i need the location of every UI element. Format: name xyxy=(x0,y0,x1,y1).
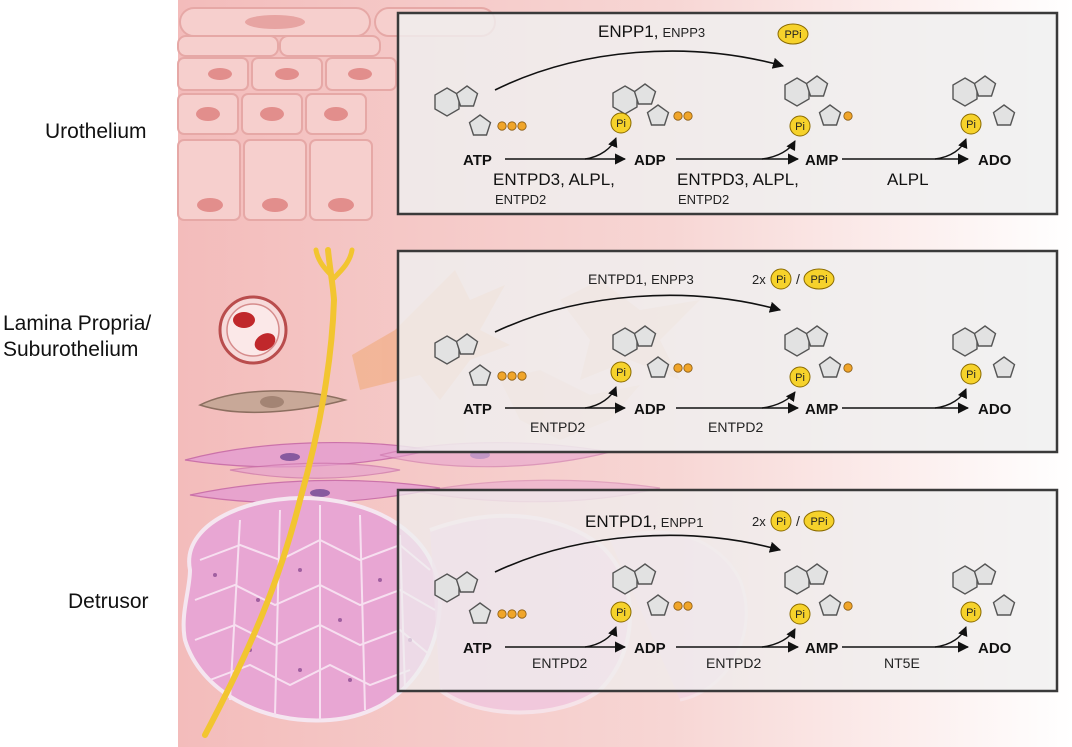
pi-badge: Pi xyxy=(610,112,632,134)
enzyme-step1-minor: ENTPD2 xyxy=(495,192,546,207)
slash-separator: / xyxy=(796,271,800,287)
enzyme-top-urothelium: ENPP1,ENPP3 xyxy=(598,22,705,41)
urothelium-cells xyxy=(177,7,496,221)
stoichiometry-label: 2x xyxy=(752,272,766,287)
enzyme-step2-minor: ENTPD2 xyxy=(678,192,729,207)
svg-text:PPi: PPi xyxy=(784,29,801,41)
label-adp: ADP xyxy=(634,640,666,657)
panel-urothelium: ENPP1,ENPP3 PPi Pi Pi Pi xyxy=(396,11,1059,216)
layer-label-urothelium: Urothelium xyxy=(45,120,147,143)
label-amp: AMP xyxy=(805,401,838,418)
pi-badge: Pi xyxy=(789,366,811,388)
enzyme-step2: ENTPD2 xyxy=(706,655,761,671)
label-adp: ADP xyxy=(634,401,666,418)
slash-separator: / xyxy=(796,513,800,529)
svg-text:Pi: Pi xyxy=(795,121,805,133)
svg-text:Pi: Pi xyxy=(616,607,626,619)
enzyme-step1: ENTPD3, ALPL, xyxy=(493,170,615,189)
nerve-fiber xyxy=(202,247,355,738)
pi-badge: Pi xyxy=(960,113,982,135)
blood-vessel xyxy=(218,295,288,365)
label-ado: ADO xyxy=(978,640,1012,657)
arc-arrow xyxy=(494,534,782,573)
enzyme-step2: ENTPD3, ALPL, xyxy=(677,170,799,189)
layer-label-lamina-propria: Lamina Propria/ xyxy=(3,312,151,335)
svg-text:PPi: PPi xyxy=(810,516,827,528)
layer-label-suburothelium: Suburothelium xyxy=(3,338,138,361)
enzyme-step2: ENTPD2 xyxy=(708,419,763,435)
label-amp: AMP xyxy=(805,152,838,169)
ppi-badge: PPi xyxy=(803,510,835,532)
label-ado: ADO xyxy=(978,152,1012,169)
branch-arrow xyxy=(934,626,968,648)
enzyme-step3: ALPL xyxy=(887,170,929,189)
label-amp: AMP xyxy=(805,640,838,657)
branch-arrow xyxy=(934,138,968,160)
svg-text:Pi: Pi xyxy=(776,516,786,528)
branch-arrow xyxy=(584,137,618,160)
pi-badge: Pi xyxy=(770,268,792,290)
svg-text:Pi: Pi xyxy=(966,119,976,131)
branch-arrow xyxy=(761,140,796,160)
branch-arrow xyxy=(761,391,796,409)
label-atp: ATP xyxy=(463,401,492,418)
layer-label-detrusor: Detrusor xyxy=(68,590,149,613)
ppi-badge: PPi xyxy=(803,268,835,290)
arc-arrow xyxy=(494,50,785,91)
pi-badge: Pi xyxy=(770,510,792,532)
svg-text:Pi: Pi xyxy=(966,607,976,619)
arc-arrow xyxy=(494,294,782,333)
panel-lamina-propria: ENTPD1,ENPP3 2x Pi / PPi Pi Pi Pi xyxy=(396,249,1059,454)
label-adp: ADP xyxy=(634,152,666,169)
branch-arrow xyxy=(761,628,796,648)
enzyme-step1: ENTPD2 xyxy=(530,419,585,435)
svg-text:Pi: Pi xyxy=(795,609,805,621)
enzyme-step3: NT5E xyxy=(884,655,920,671)
enzyme-top-lamina: ENTPD1,ENPP3 xyxy=(588,271,694,287)
label-ado: ADO xyxy=(978,401,1012,418)
enzyme-top-detrusor: ENTPD1,ENPP1 xyxy=(585,512,703,531)
label-atp: ATP xyxy=(463,640,492,657)
label-atp: ATP xyxy=(463,152,492,169)
svg-text:PPi: PPi xyxy=(810,274,827,286)
panel-detrusor: ENTPD1,ENPP1 2x Pi / PPi Pi Pi Pi xyxy=(396,488,1059,693)
svg-text:Pi: Pi xyxy=(776,274,786,286)
svg-text:Pi: Pi xyxy=(616,367,626,379)
pi-badge: Pi xyxy=(960,363,982,385)
ppi-badge: PPi xyxy=(777,23,809,45)
enzyme-step1: ENTPD2 xyxy=(532,655,587,671)
svg-text:Pi: Pi xyxy=(616,118,626,130)
pi-badge: Pi xyxy=(960,601,982,623)
stoichiometry-label: 2x xyxy=(752,514,766,529)
svg-text:Pi: Pi xyxy=(966,369,976,381)
pi-badge: Pi xyxy=(789,115,811,137)
svg-text:Pi: Pi xyxy=(795,372,805,384)
branch-arrow xyxy=(584,626,618,648)
branch-arrow xyxy=(584,386,618,409)
pi-badge: Pi xyxy=(610,601,632,623)
branch-arrow xyxy=(934,388,967,409)
pi-badge: Pi xyxy=(789,603,811,625)
pi-badge: Pi xyxy=(610,361,632,383)
fibroblast-cell xyxy=(198,390,348,414)
